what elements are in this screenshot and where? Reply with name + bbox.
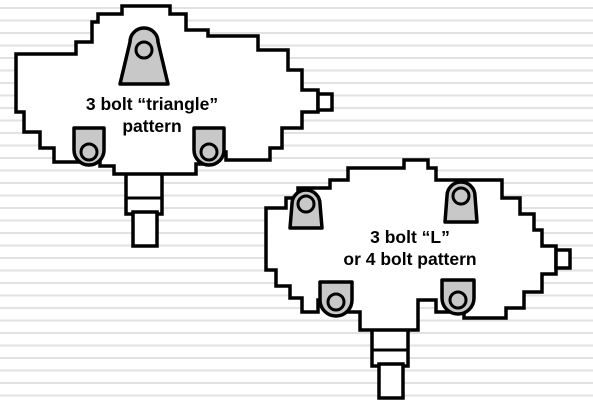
- bolt-hole-icon: [326, 292, 346, 312]
- l-pattern-label-line1: 3 bolt “L”: [370, 227, 450, 247]
- top-output-shaft-tip: [131, 210, 159, 248]
- bolt-hole-icon: [296, 194, 316, 214]
- bolt-hole-icon: [448, 290, 468, 310]
- bolt-hole-icon: [199, 142, 219, 162]
- triangle-label-line1: 3 bolt “triangle”: [86, 94, 218, 114]
- top-nose-stub: [316, 92, 334, 112]
- bottom-output-shaft-tip: [377, 362, 405, 400]
- bottom-nose-stub: [554, 248, 572, 270]
- bolt-hole-icon: [134, 40, 154, 60]
- bolt-hole-icon: [79, 142, 99, 162]
- triangle-pattern-gearbox: 3 bolt “triangle” pattern: [14, 4, 334, 248]
- top-output-shaft: [124, 168, 164, 216]
- l-pattern-gearbox: 3 bolt “L” or 4 bolt pattern: [264, 158, 572, 400]
- triangle-label-line2: pattern: [122, 116, 181, 136]
- l-pattern-label-line2: or 4 bolt pattern: [343, 249, 476, 269]
- top-gearbox-housing: [14, 4, 320, 176]
- bolt-hole-icon: [451, 186, 471, 206]
